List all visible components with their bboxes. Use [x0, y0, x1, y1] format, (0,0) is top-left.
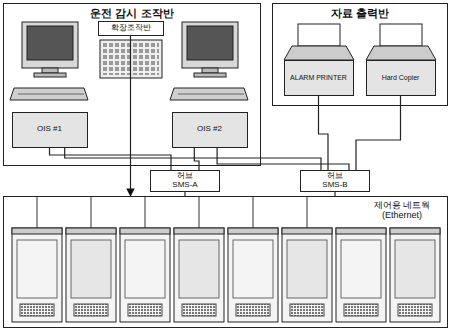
output-group: 자료 출력반 ALARM PRINTER Hard Copier	[272, 3, 448, 106]
node-label: 허브 SMS-B	[318, 172, 352, 190]
printer-part	[298, 24, 340, 46]
cabinet	[174, 228, 224, 322]
network-wires-part	[199, 197, 200, 228]
network-cable	[65, 148, 321, 171]
cabinet	[336, 228, 386, 322]
copier-part	[380, 24, 422, 46]
network-cable	[319, 96, 329, 171]
monitor-part	[18, 94, 84, 95]
cabinet-part	[66, 228, 116, 234]
cabinet-part	[390, 228, 440, 322]
network-cable	[50, 148, 172, 171]
monitor-part	[182, 22, 238, 68]
network-cable	[130, 36, 131, 197]
cabinet-part	[344, 304, 378, 316]
cabinet-part	[125, 240, 165, 298]
node-label: OIS #1	[37, 125, 62, 134]
cabinet	[282, 228, 332, 322]
workstation-box: OIS #1	[12, 112, 88, 148]
cabinet	[228, 228, 278, 322]
cabinet-part	[182, 304, 216, 316]
console-group: 운전 감시 조작반 OIS #1 확장조작반 OIS #2	[3, 3, 261, 166]
node-label: Hard Copier	[382, 74, 420, 82]
monitor-part	[202, 68, 218, 73]
cabinet-part	[228, 228, 278, 234]
cabinet	[390, 228, 440, 322]
cabinet-part	[336, 228, 386, 234]
node-label: 제어용 네트웍 (Ethernet)	[367, 201, 437, 221]
printer-part	[284, 46, 354, 60]
cabinet-part	[128, 304, 162, 316]
monitor-part	[27, 26, 73, 60]
cabinet-part	[236, 304, 270, 316]
monitor-part	[34, 73, 66, 77]
network-wires-part	[307, 197, 308, 228]
network-wires-part	[91, 197, 92, 228]
monitor-part	[22, 22, 78, 68]
cabinet	[66, 228, 116, 322]
monitor-part	[194, 73, 226, 77]
cabinet-part	[120, 228, 170, 234]
node-label: 확장조작반	[111, 24, 151, 33]
cabinet-part	[395, 240, 435, 298]
cabinet-part	[174, 228, 224, 234]
printer-box: Hard Copier	[366, 60, 436, 96]
cabinet-part	[233, 240, 273, 298]
network-wires-part	[253, 197, 254, 228]
network-wires	[37, 197, 307, 228]
hub-box: 허브 SMS-A	[150, 170, 220, 192]
monitor	[10, 22, 88, 100]
cabinet-part	[174, 228, 224, 322]
node-label: 운전 감시 조작반	[90, 7, 173, 19]
node-label: 허브 SMS-A	[168, 172, 202, 190]
cabinet-part	[12, 228, 62, 322]
cabinet-part	[71, 240, 111, 298]
cabinet-part	[179, 240, 219, 298]
cabinet-part	[282, 228, 332, 322]
cabinet-part	[282, 228, 332, 234]
printer-box: ALARM PRINTER	[284, 60, 354, 96]
cabinet-part	[228, 228, 278, 322]
cabinet-part	[20, 304, 54, 316]
node-label: OIS #2	[197, 125, 222, 134]
cabinet	[12, 228, 62, 322]
copier-part	[366, 46, 436, 60]
network-cable	[194, 148, 199, 171]
network-cable	[356, 96, 401, 171]
cabinet-part	[120, 228, 170, 322]
copier	[366, 24, 436, 60]
cabinet-part	[74, 304, 108, 316]
node-label: ALARM PRINTER	[290, 74, 347, 82]
monitor-part	[170, 88, 248, 100]
printer	[284, 24, 354, 60]
cabinet-part	[336, 228, 386, 322]
cabinet-part	[66, 228, 116, 322]
cabinet-part	[17, 240, 57, 298]
cabinet-part	[12, 228, 62, 234]
network-wires-part	[145, 197, 146, 228]
control-cabinets	[12, 228, 440, 322]
monitor-part	[178, 94, 244, 95]
cabinet-part	[290, 304, 324, 316]
hub-box: 허브 SMS-B	[300, 170, 370, 192]
cabinet-part	[398, 304, 432, 316]
network-cable	[217, 148, 349, 171]
cabinet-part	[341, 240, 381, 298]
monitor-part	[42, 68, 58, 73]
workstation-box: OIS #2	[172, 112, 248, 148]
cabinet-part	[287, 240, 327, 298]
node-label: 자료 출력반	[331, 7, 389, 19]
panel-box: 확장조작반	[98, 21, 164, 36]
monitor	[170, 22, 248, 100]
monitor-part	[187, 26, 233, 60]
network-group: 제어용 네트웍 (Ethernet)	[3, 196, 448, 328]
network-wires-part	[37, 197, 38, 228]
cabinet	[120, 228, 170, 322]
monitor-part	[10, 88, 88, 100]
cabinet-part	[390, 228, 440, 234]
